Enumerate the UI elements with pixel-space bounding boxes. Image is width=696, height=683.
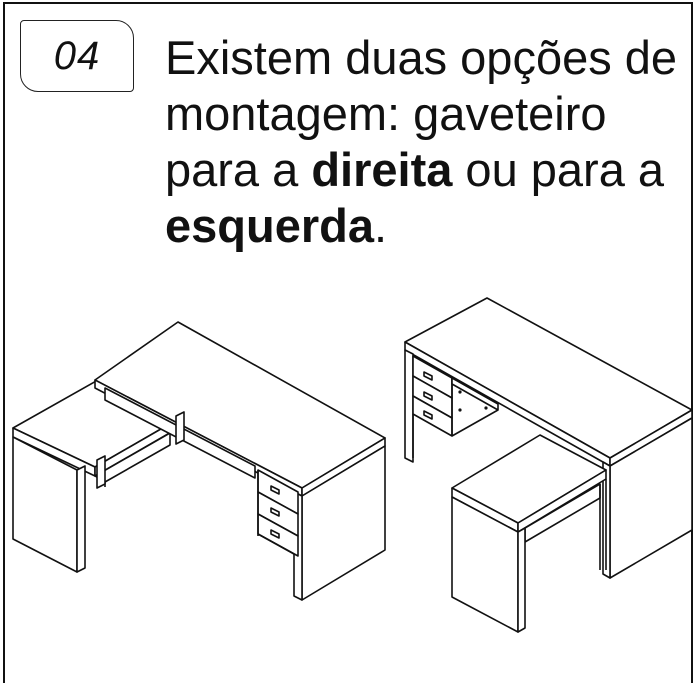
instruction-part-1: Existem duas opções de montagem: gavetei…	[165, 31, 678, 196]
step-number: 04	[53, 33, 101, 78]
instruction-text: Existem duas opções de montagem: gavetei…	[165, 30, 690, 254]
desk-drawers-right-icon	[12, 321, 386, 601]
page-frame	[3, 2, 693, 683]
instruction-part-3: .	[373, 199, 388, 252]
instruction-bold-right: direita	[311, 143, 453, 196]
instruction-part-2: ou para a	[452, 143, 665, 196]
desk-drawers-left-icon	[404, 297, 693, 633]
assembly-illustrations	[12, 297, 693, 633]
step-badge: 04	[20, 20, 134, 92]
instruction-bold-left: esquerda	[165, 199, 374, 252]
